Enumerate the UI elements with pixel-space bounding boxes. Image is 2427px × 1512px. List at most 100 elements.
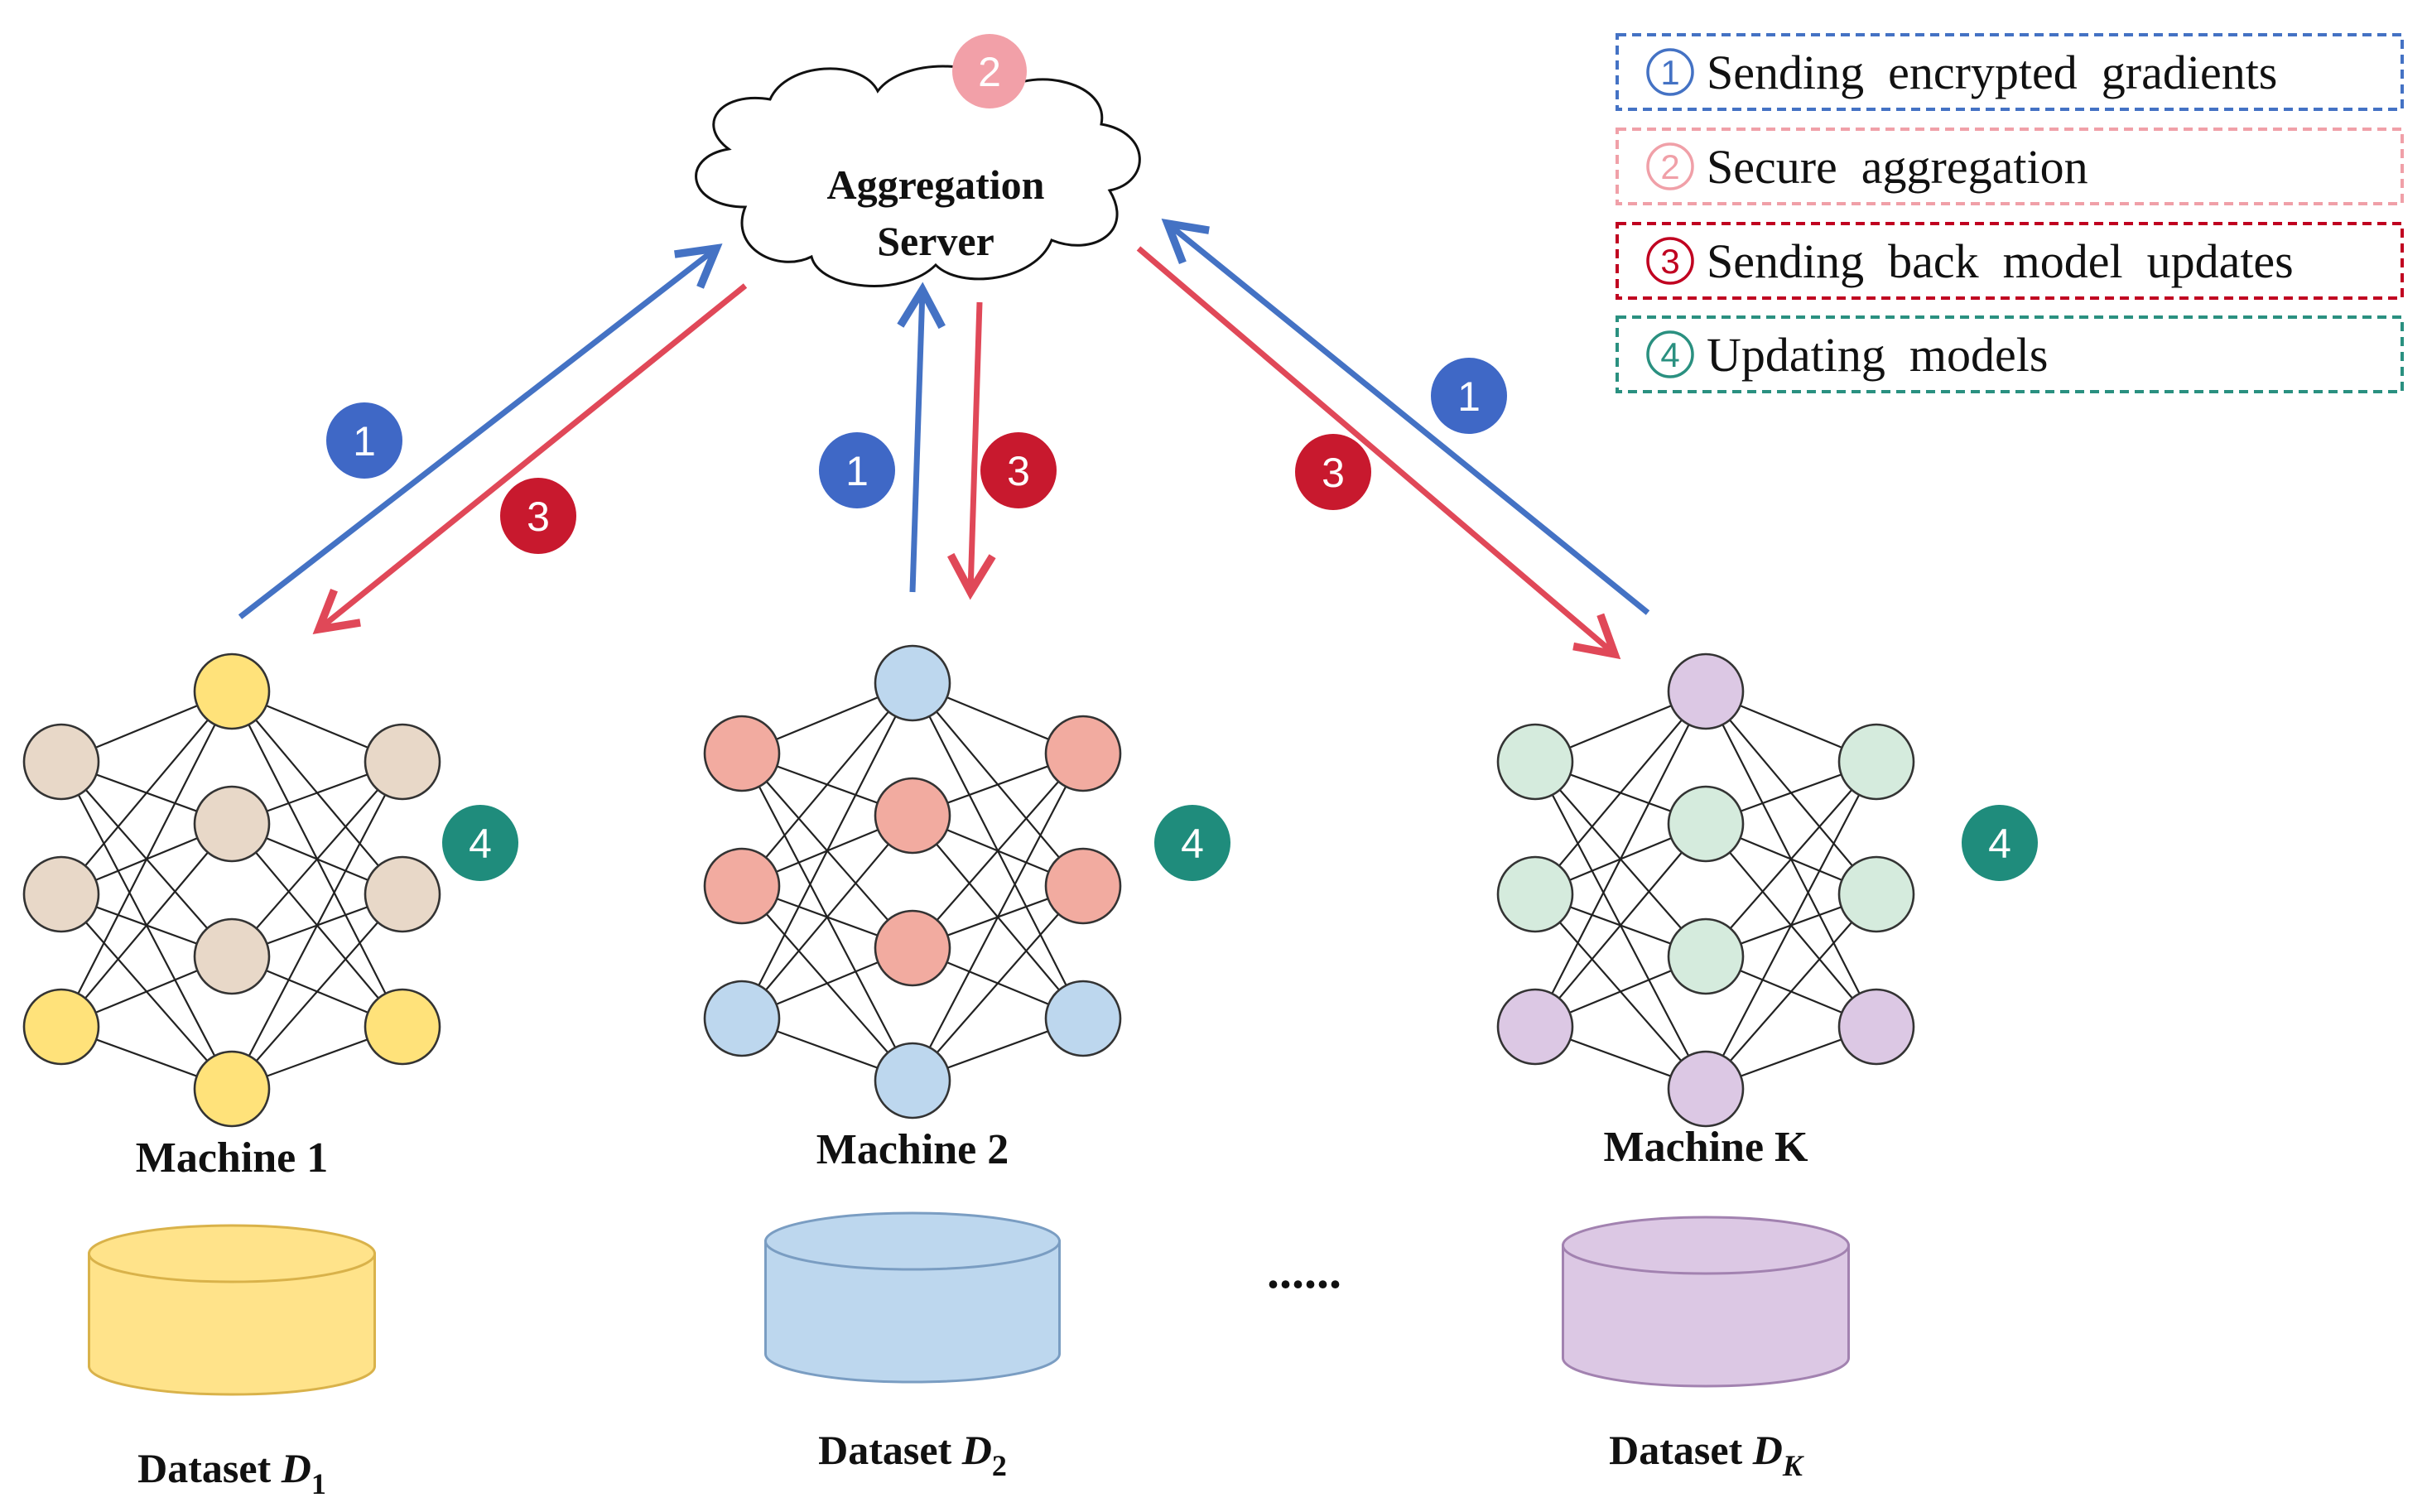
hidden-node [874, 1042, 951, 1120]
input-node [1496, 855, 1574, 933]
machine-label: Machine 1 [136, 1134, 329, 1182]
hidden-node [1667, 785, 1745, 863]
dataset-label-subscript: K [1782, 1449, 1805, 1482]
return-badge-machine-2-number: 3 [1007, 448, 1030, 494]
network-edge [741, 682, 913, 887]
output-node [1044, 715, 1122, 792]
network-edge [741, 815, 913, 1019]
legend-number: 3 [1660, 242, 1679, 281]
legend-box [1616, 315, 2404, 393]
network-edge [60, 691, 233, 895]
hidden-node [1667, 1050, 1745, 1128]
output-node [1837, 855, 1915, 933]
network-edge [912, 885, 1084, 1081]
dataset-label: Dataset DK [1609, 1427, 1805, 1482]
return-arrow-machine-k [1136, 246, 1621, 660]
dataset-label: Dataset D1 [137, 1445, 326, 1500]
cylinder-body [764, 1240, 1061, 1384]
update-badge [1962, 805, 2038, 881]
send-badge-machine-2 [819, 432, 895, 508]
legend-number-circle [1646, 48, 1694, 96]
dataset-label-subscript: 1 [311, 1467, 326, 1500]
hidden-node [874, 909, 951, 987]
output-node [1837, 723, 1915, 801]
dataset-label-variable: D [961, 1427, 992, 1473]
legend-box [1616, 33, 2404, 111]
legend-text: Updating models [1707, 328, 2048, 382]
input-node [703, 980, 781, 1057]
legend-number-circle [1646, 142, 1694, 190]
input-node [22, 855, 100, 933]
aggregate-badge [952, 34, 1027, 108]
legend-item-4: 4 Updating models [1616, 315, 2404, 393]
input-node [703, 847, 781, 925]
return-badge-machine-1 [500, 478, 576, 554]
update-badge [442, 805, 518, 881]
input-node [703, 715, 781, 792]
dataset-label-prefix: Dataset [1609, 1427, 1753, 1473]
output-node [364, 855, 441, 933]
return-arrow-machine-2 [947, 301, 996, 600]
legend-number: 2 [1660, 147, 1679, 186]
legend-number: 4 [1660, 335, 1679, 374]
network-nodes [22, 652, 441, 1128]
network-edge [231, 761, 403, 1090]
cylinder-top [1562, 1216, 1850, 1275]
return-badge-machine-2 [980, 432, 1057, 508]
legend-text: Sending encrypted gradients [1707, 46, 2277, 99]
output-node [364, 988, 441, 1066]
dataset-label-prefix: Dataset [818, 1427, 962, 1473]
return-badge-machine-k-number: 3 [1322, 450, 1345, 496]
legend-text: Secure aggregation [1707, 140, 2088, 194]
machine-label: Machine K [1604, 1124, 1809, 1171]
input-node [22, 723, 100, 801]
machine-label: Machine 2 [816, 1126, 1009, 1173]
legend-text: Sending back model updates [1707, 234, 2294, 288]
dataset-label: Dataset D2 [818, 1427, 1007, 1482]
network-edge [60, 691, 233, 1028]
hidden-node [193, 652, 271, 730]
output-node [1044, 980, 1122, 1057]
return-badge-machine-1-number: 3 [527, 494, 550, 540]
network-edge [1705, 893, 1877, 1090]
send-badge-machine-k [1431, 358, 1507, 434]
network-edge [1534, 691, 1707, 1028]
network-edge [1705, 761, 1877, 1090]
dataset-cylinder [764, 1211, 1061, 1384]
output-node [364, 723, 441, 801]
hidden-node [874, 777, 951, 855]
update-badge-number: 4 [1988, 821, 2011, 867]
network-edges [741, 681, 1084, 1082]
dataset-label-subscript: 2 [992, 1449, 1007, 1482]
return-arrow-machine-1 [312, 283, 748, 634]
aggregation-server: Aggregation Server 2 [695, 34, 1141, 287]
network-edges [60, 690, 403, 1091]
network-edge [912, 753, 1084, 949]
cylinder-top [88, 1224, 376, 1283]
update-badge-number: 4 [1181, 821, 1204, 867]
input-node [1496, 723, 1574, 801]
output-node [1044, 847, 1122, 925]
hidden-node [1667, 652, 1745, 730]
network-edges [1534, 690, 1877, 1091]
send-badge-machine-1-number: 1 [353, 418, 376, 465]
network-edge [741, 682, 913, 1019]
hidden-node [1667, 917, 1745, 995]
legend-box [1616, 128, 2404, 205]
network-edge [60, 823, 233, 1028]
legend-item-3: 3 Sending back model updates [1616, 222, 2404, 300]
return-badge-machine-k [1295, 434, 1371, 510]
network-edge [1534, 691, 1707, 895]
send-badge-machine-1 [326, 402, 402, 479]
network-edge [231, 761, 403, 957]
network-edge [912, 753, 1084, 1081]
server-label-line1: Aggregation [827, 161, 1045, 208]
server-label-line2: Server [877, 218, 994, 264]
send-arrow-machine-1 [238, 243, 723, 619]
dataset-label-prefix: Dataset [137, 1445, 282, 1491]
dataset-cylinder [88, 1224, 376, 1396]
